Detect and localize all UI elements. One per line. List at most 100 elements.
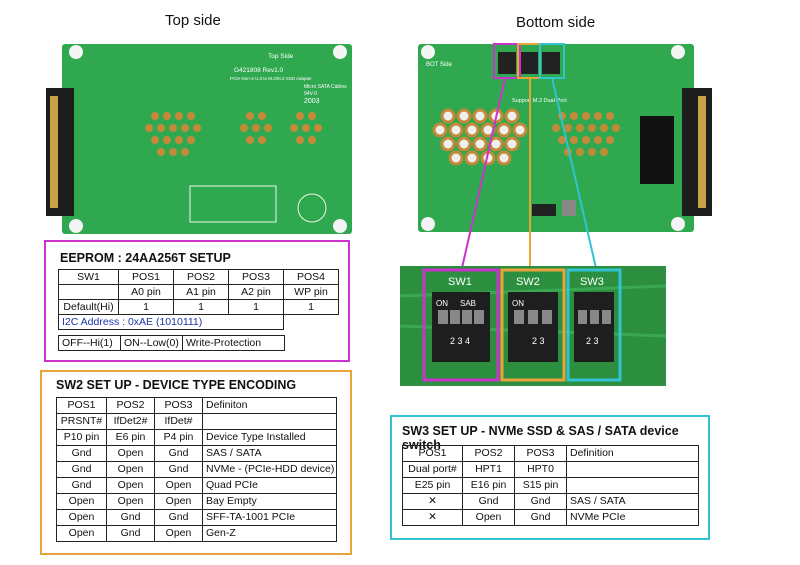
table-cell: Gnd — [154, 445, 203, 462]
sw1-zoom-label: SW1 — [448, 276, 472, 288]
table-cell: POS2 — [462, 445, 515, 462]
table-cell — [566, 461, 699, 478]
table-cell — [566, 477, 699, 494]
table-cell: P10 pin — [56, 429, 107, 446]
solder-pads — [145, 112, 322, 156]
table-cell: 1 — [228, 299, 284, 315]
sw3-switch — [542, 52, 560, 74]
table-cell: Open — [106, 477, 155, 494]
connector-pins — [698, 96, 706, 208]
table-cell: OFF--Hi(1) — [58, 335, 121, 351]
switch-zoom-photo: SW1 ON SAB 2 3 4 SW2 ON 2 3 SW3 2 3 — [399, 266, 667, 386]
mount-hole — [69, 219, 83, 233]
table-cell — [202, 413, 337, 430]
silkscreen-circle — [297, 193, 327, 223]
mount-hole — [671, 217, 685, 231]
table-cell: Open — [106, 493, 155, 510]
table-cell: Bay Empty — [202, 493, 337, 510]
table-cell: Gnd — [154, 461, 203, 478]
sw3-zoom-label: SW3 — [580, 276, 604, 288]
sw3-body — [574, 292, 614, 362]
mount-hole — [333, 45, 347, 59]
table-row: Default(Hi) 1 1 1 1 — [58, 299, 339, 315]
sw1-highlight — [493, 43, 521, 79]
table-cell: S15 pin — [514, 477, 567, 494]
table-row: PRSNT#IfDet2#IfDet# — [56, 413, 337, 430]
rating-label: 94V-0 — [304, 91, 317, 97]
table-cell: PRSNT# — [56, 413, 107, 430]
table-row: I2C Address : 0xAE (1010111) — [58, 314, 339, 330]
table-cell: Open — [56, 525, 107, 542]
sw3-panel: SW3 SET UP - NVMe SSD & SAS / SATA devic… — [390, 415, 710, 540]
table-cell: HPT0 — [514, 461, 567, 478]
table-cell: IfDet2# — [106, 413, 155, 430]
sw3-position-numbers: 2 3 — [586, 336, 599, 346]
silkscreen-box — [189, 185, 277, 223]
table-cell: POS4 — [283, 269, 339, 285]
mount-hole — [421, 45, 435, 59]
pcb-body — [62, 44, 352, 234]
table-cell: POS2 — [173, 269, 229, 285]
table-cell: ✕ — [402, 509, 463, 526]
table-cell: 1 — [173, 299, 229, 315]
table-cell: Open — [106, 461, 155, 478]
table-cell: POS3 — [514, 445, 567, 462]
pcb-body — [418, 44, 694, 232]
bot-side-silk-label: BOT Side — [426, 62, 453, 68]
smd-component — [532, 204, 556, 216]
table-cell: Gen-Z — [202, 525, 337, 542]
sw1-callout-line — [461, 77, 506, 269]
eeprom-legend-table: OFF--Hi(1) ON--Low(0) Write-Protection — [58, 335, 285, 351]
sw1-body — [432, 292, 490, 362]
connector-pins — [50, 96, 58, 208]
sw2-zoom-highlight — [500, 268, 566, 382]
sw2-body — [508, 292, 558, 362]
table-cell: E6 pin — [106, 429, 155, 446]
table-cell: Open — [462, 509, 515, 526]
table-cell: IfDet# — [154, 413, 203, 430]
sw2-position-numbers: 2 3 — [532, 336, 545, 346]
mount-hole — [421, 217, 435, 231]
mount-hole — [333, 219, 347, 233]
table-cell: Open — [154, 493, 203, 510]
eeprom-title: EEPROM : 24AA256T SETUP — [60, 251, 231, 265]
brand-label: Micro SATA Cables — [304, 84, 347, 90]
part-number-label: G421808 Rev1.0 — [234, 67, 284, 74]
table-cell: Default(Hi) — [58, 299, 119, 315]
table-cell: A1 pin — [173, 284, 229, 300]
sw1-sab-label: SAB — [460, 299, 476, 308]
table-row: SW1 POS1 POS2 POS3 POS4 — [58, 269, 339, 285]
bottom-board-graphic: BOT Side Support M.3 Dual-Port — [418, 43, 712, 232]
sw3-zoom-highlight — [566, 268, 622, 382]
sw1-on-label: ON — [436, 299, 448, 308]
table-cell: Gnd — [56, 445, 107, 462]
table-cell: NVMe - (PCIe-HDD device) — [202, 461, 337, 478]
table-cell: Definition — [566, 445, 699, 462]
table-cell: Device Type Installed — [202, 429, 337, 446]
table-cell: Gnd — [514, 509, 567, 526]
table-cell: Gnd — [106, 525, 155, 542]
table-cell: Gnd — [106, 509, 155, 526]
table-cell: ON--Low(0) — [120, 335, 183, 351]
eeprom-panel: EEPROM : 24AA256T SETUP SW1 POS1 POS2 PO… — [44, 240, 350, 362]
table-cell: HPT1 — [462, 461, 515, 478]
mount-hole — [69, 45, 83, 59]
table-row: OFF--Hi(1) ON--Low(0) Write-Protection — [58, 335, 285, 351]
table-cell: POS1 — [402, 445, 463, 462]
table-cell: P4 pin — [154, 429, 203, 446]
table-cell: Open — [154, 525, 203, 542]
solder-pads — [552, 112, 620, 156]
sw2-on-label: ON — [512, 299, 524, 308]
sw2-switch — [520, 52, 538, 74]
table-cell: POS3 — [228, 269, 284, 285]
